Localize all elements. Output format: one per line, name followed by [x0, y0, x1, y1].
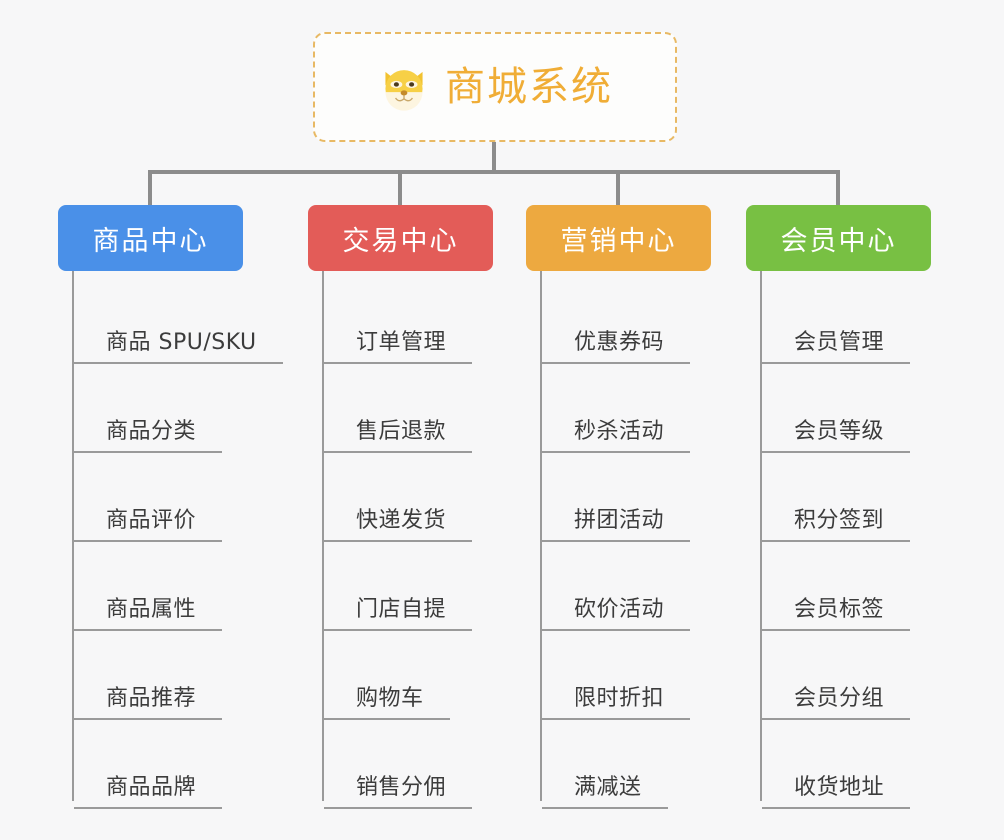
list-item-label: 积分签到 [762, 508, 911, 542]
branch-item-list-product: 商品 SPU/SKU 商品分类 商品评价 商品属性 商品推荐 商品品牌 [72, 271, 283, 809]
dog-face-icon [377, 60, 431, 114]
list-item[interactable]: 会员管理 [760, 275, 931, 364]
branch-header-marketing[interactable]: 营销中心 [526, 205, 711, 271]
root-title: 商城系统 [445, 64, 613, 110]
list-item-label: 秒杀活动 [542, 419, 691, 453]
list-item[interactable]: 门店自提 [322, 542, 493, 631]
list-item-label: 商品属性 [74, 597, 223, 631]
list-item[interactable]: 购物车 [322, 631, 493, 720]
list-item-label: 优惠券码 [542, 330, 691, 364]
list-item-label: 快递发货 [324, 508, 473, 542]
root-node[interactable]: 商城系统 [313, 32, 677, 142]
branch-column-member: 会员中心 会员管理 会员等级 积分签到 会员标签 会员分组 收货地址 [746, 205, 931, 809]
list-item[interactable]: 商品属性 [72, 542, 283, 631]
list-item-label: 会员管理 [762, 330, 911, 364]
list-item[interactable]: 商品推荐 [72, 631, 283, 720]
branch-header-label: 商品中心 [92, 225, 209, 257]
list-item[interactable]: 会员分组 [760, 631, 931, 720]
list-item[interactable]: 收货地址 [760, 720, 931, 809]
list-item-label: 会员标签 [762, 597, 911, 631]
list-item[interactable]: 优惠券码 [540, 275, 711, 364]
list-item-label: 商品推荐 [74, 686, 223, 720]
list-item[interactable]: 销售分佣 [322, 720, 493, 809]
branch-header-trade[interactable]: 交易中心 [308, 205, 493, 271]
list-item[interactable]: 积分签到 [760, 453, 931, 542]
list-item-label: 商品品牌 [74, 775, 223, 809]
list-item-label: 门店自提 [324, 597, 473, 631]
list-item-label: 商品 SPU/SKU [74, 330, 283, 364]
list-item-label: 砍价活动 [542, 597, 691, 631]
list-item-label: 拼团活动 [542, 508, 691, 542]
branch-header-label: 会员中心 [780, 225, 897, 257]
list-item[interactable]: 拼团活动 [540, 453, 711, 542]
list-item[interactable]: 快递发货 [322, 453, 493, 542]
branch-column-marketing: 营销中心 优惠券码 秒杀活动 拼团活动 砍价活动 限时折扣 满减送 [526, 205, 711, 809]
list-item-label: 满减送 [542, 775, 668, 809]
list-item[interactable]: 砍价活动 [540, 542, 711, 631]
list-item[interactable]: 商品品牌 [72, 720, 283, 809]
list-item[interactable]: 商品分类 [72, 364, 283, 453]
list-item[interactable]: 会员标签 [760, 542, 931, 631]
list-item-label: 商品分类 [74, 419, 223, 453]
list-item-label: 限时折扣 [542, 686, 691, 720]
list-item[interactable]: 售后退款 [322, 364, 493, 453]
list-item[interactable]: 满减送 [540, 720, 711, 809]
branch-header-label: 交易中心 [342, 225, 459, 257]
branch-header-label: 营销中心 [560, 225, 677, 257]
branch-column-trade: 交易中心 订单管理 售后退款 快递发货 门店自提 购物车 销售分佣 [308, 205, 493, 809]
list-item[interactable]: 商品 SPU/SKU [72, 275, 283, 364]
list-item-label: 订单管理 [324, 330, 473, 364]
branch-item-list-member: 会员管理 会员等级 积分签到 会员标签 会员分组 收货地址 [760, 271, 931, 809]
list-item[interactable]: 秒杀活动 [540, 364, 711, 453]
list-item[interactable]: 会员等级 [760, 364, 931, 453]
branch-item-list-marketing: 优惠券码 秒杀活动 拼团活动 砍价活动 限时折扣 满减送 [540, 271, 711, 809]
branch-item-list-trade: 订单管理 售后退款 快递发货 门店自提 购物车 销售分佣 [322, 271, 493, 809]
branch-header-member[interactable]: 会员中心 [746, 205, 931, 271]
list-item[interactable]: 订单管理 [322, 275, 493, 364]
list-item-label: 购物车 [324, 686, 450, 720]
branch-column-product: 商品中心 商品 SPU/SKU 商品分类 商品评价 商品属性 商品推荐 商品品牌 [58, 205, 283, 809]
list-item-label: 商品评价 [74, 508, 223, 542]
list-item-label: 售后退款 [324, 419, 473, 453]
list-item[interactable]: 限时折扣 [540, 631, 711, 720]
list-item[interactable]: 商品评价 [72, 453, 283, 542]
list-item-label: 销售分佣 [324, 775, 473, 809]
list-item-label: 会员等级 [762, 419, 911, 453]
branch-header-product[interactable]: 商品中心 [58, 205, 243, 271]
list-item-label: 收货地址 [762, 775, 911, 809]
list-item-label: 会员分组 [762, 686, 911, 720]
